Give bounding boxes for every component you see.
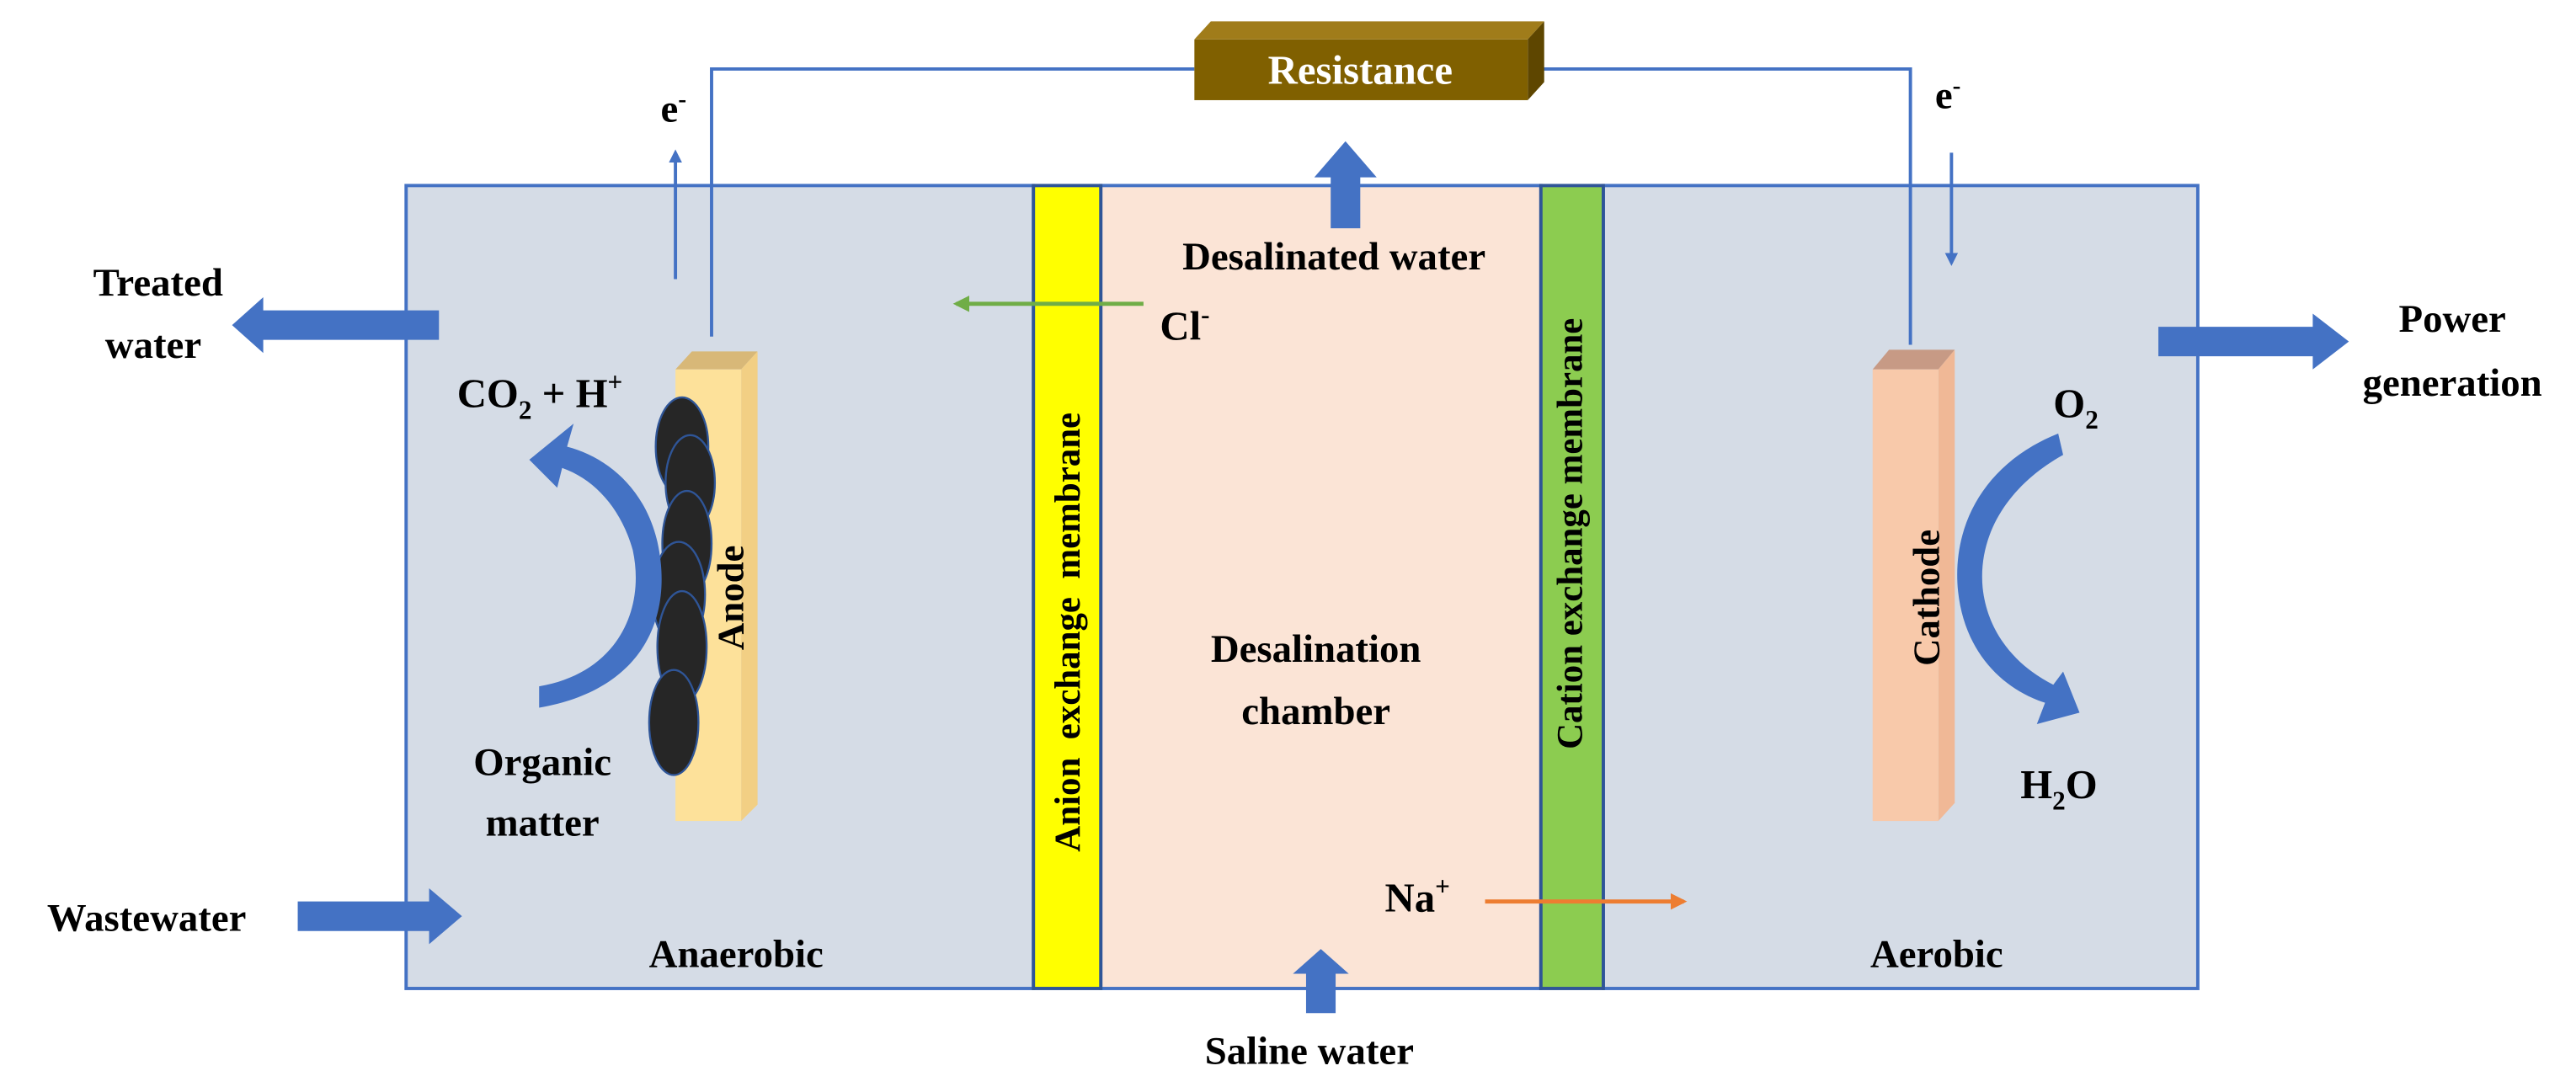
desalinated-water-label: Desalinated water: [1182, 235, 1485, 279]
anaerobic-label: Anaerobic: [649, 933, 824, 977]
aerobic-label: Aerobic: [1870, 933, 2003, 977]
water-product-label: H2O: [2020, 762, 2097, 816]
resistance-block: [1194, 21, 1544, 100]
cathode-label: Cathode: [1905, 530, 1947, 666]
power-generation-label-1: Power: [2398, 297, 2505, 341]
anion-exchange-membrane: [1032, 184, 1103, 990]
co2-hplus-label: CO2 + H+: [457, 367, 623, 424]
desalination-chamber: [1099, 184, 1543, 990]
desalination-chamber-label-1: Desalination: [1211, 627, 1421, 671]
treated-water-label-1: Treated: [93, 261, 223, 305]
external-wire: [710, 67, 1195, 337]
sodium-label: Na+: [1385, 871, 1450, 921]
anode-reaction-arrow: [529, 424, 662, 708]
desalination-chamber-label-2: chamber: [1241, 690, 1390, 733]
cathode-electrode: [1872, 349, 1955, 822]
saline-water-arrow: [1293, 949, 1349, 1014]
anion-membrane-label: Anion exchange membrane: [1048, 413, 1088, 852]
organic-matter-label-1: Organic: [473, 740, 611, 784]
saline-water-label: Saline water: [1205, 1030, 1414, 1074]
treated-water-label-2: water: [105, 323, 201, 367]
anode-label: Anode: [710, 546, 752, 651]
oxygen-label: O2: [2053, 381, 2099, 434]
cation-exchange-membrane: [1539, 184, 1605, 990]
cation-membrane-label: Cation exchange membrane: [1551, 318, 1591, 749]
electron-label-left: e-: [661, 86, 687, 131]
power-generation-arrow: [2158, 313, 2349, 370]
wastewater-label: Wastewater: [47, 897, 247, 940]
cathode-reaction-arrow: [1957, 433, 2080, 725]
electron-label-right: e-: [1935, 72, 1961, 118]
power-generation-label-2: generation: [2363, 361, 2542, 405]
bacteria-biofilm: [648, 396, 717, 776]
wastewater-arrow: [297, 888, 462, 945]
external-wire-right: [1540, 67, 1912, 345]
treated-water-arrow: [232, 296, 440, 354]
organic-matter-label-2: matter: [486, 802, 600, 845]
desalinated-water-arrow: [1314, 141, 1377, 229]
chloride-label: Cl-: [1160, 300, 1209, 349]
resistance-label: Resistance: [1268, 47, 1453, 93]
